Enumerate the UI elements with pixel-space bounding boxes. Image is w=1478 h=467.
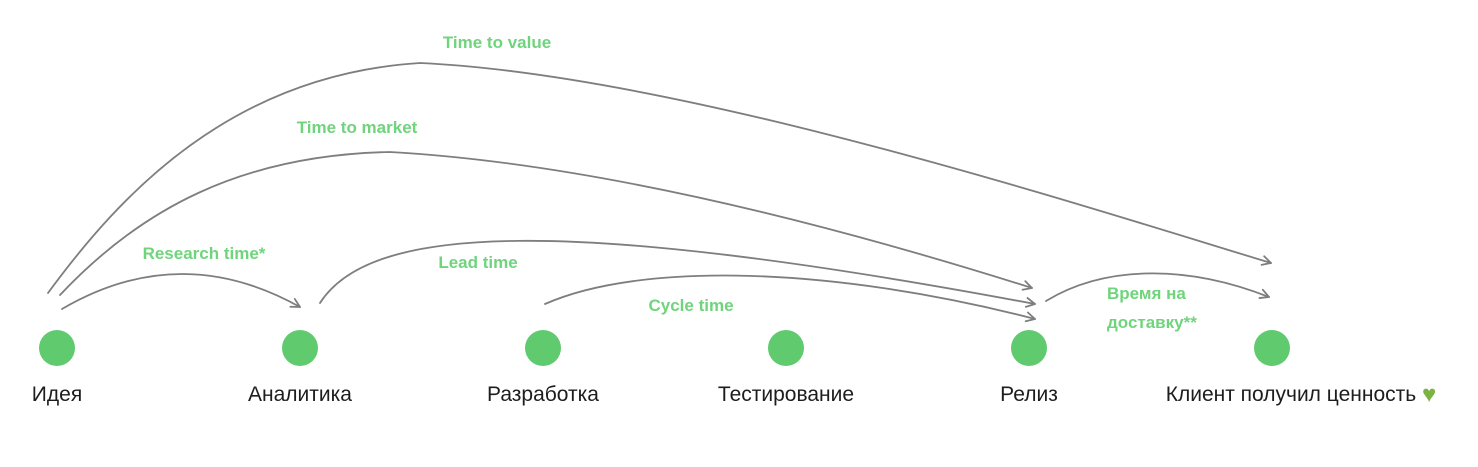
- metric-label-time-to-value: Time to value: [442, 33, 552, 52]
- metric-label-cycle-time: Cycle time: [648, 296, 734, 315]
- timeline-node-testing: Тестирование: [718, 330, 854, 406]
- arrow-time-to-market: [59, 151, 1033, 296]
- arrow-research-time: [61, 273, 301, 310]
- arrow-delivery-time: [1045, 272, 1270, 302]
- arrow-lead-time: [319, 239, 1036, 308]
- metric-label-time-to-market: Time to market: [296, 118, 418, 137]
- stage-label: Аналитика: [248, 383, 352, 406]
- timeline-node-idea: Идея: [32, 330, 82, 406]
- timeline-node-development: Разработка: [487, 330, 599, 406]
- timeline-node-analytics: Аналитика: [248, 330, 352, 406]
- stage-label-text: Клиент получил ценность: [1165, 383, 1417, 406]
- metric-label-delivery-time: Время на доставку**: [1107, 284, 1197, 332]
- stage-dot: [1254, 330, 1290, 366]
- metric-label-lead-time: Lead time: [438, 253, 518, 272]
- green-heart-icon: ♥: [1422, 381, 1437, 408]
- stage-dot: [525, 330, 561, 366]
- metric-label-research-time: Research time*: [142, 244, 266, 263]
- stage-label: Разработка: [487, 383, 599, 406]
- stage-label: Идея: [31, 383, 83, 406]
- stage-label: Клиент получил ценность ♥: [1166, 383, 1437, 407]
- timeline-node-release: Релиз: [1000, 330, 1058, 406]
- stage-dot: [39, 330, 75, 366]
- stage-dot: [282, 330, 318, 366]
- arrow-cycle-time: [544, 274, 1036, 323]
- stage-dot: [768, 330, 804, 366]
- stage-label: Тестирование: [717, 383, 855, 406]
- arrow-time-to-value: [47, 62, 1272, 294]
- stage-label: Релиз: [1000, 383, 1058, 406]
- stage-dot: [1011, 330, 1047, 366]
- timeline-node-customer-value: Клиент получил ценность ♥: [1166, 330, 1436, 407]
